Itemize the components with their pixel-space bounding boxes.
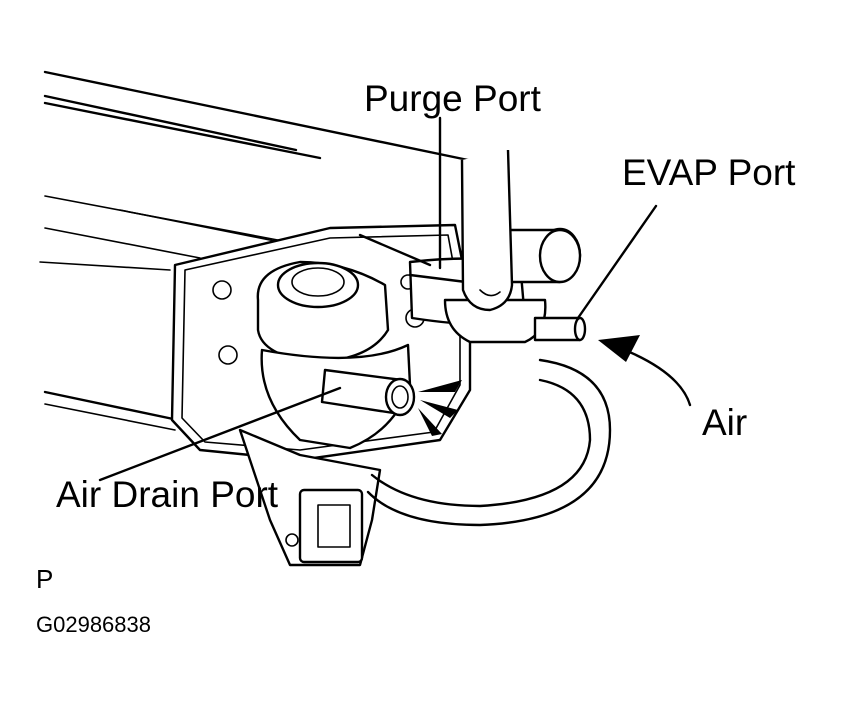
air-drain-port-label: Air Drain Port [56, 474, 279, 515]
hose [366, 358, 612, 527]
finger [460, 149, 514, 312]
air-arrow [598, 335, 692, 407]
air-label: Air [702, 402, 748, 443]
figure-code: G02986838 [36, 612, 151, 637]
air-drain-port-tube [320, 368, 416, 417]
purge-port-label: Purge Port [364, 78, 541, 119]
panel-letter: P [36, 564, 54, 594]
leader-lines [98, 116, 658, 482]
evap-port-label: EVAP Port [622, 152, 796, 193]
air-jets [418, 380, 462, 436]
canister-body [39, 70, 472, 431]
evap-port-nipple [533, 316, 587, 342]
